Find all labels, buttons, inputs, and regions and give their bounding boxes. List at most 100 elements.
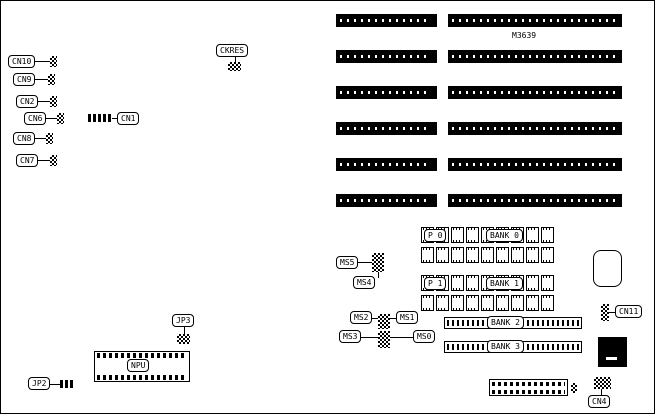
leader-line-ckres	[235, 52, 236, 64]
label-ms3: MS3	[339, 330, 362, 343]
dram-chip	[466, 247, 479, 263]
expansion-slot	[336, 50, 437, 63]
leader-line-jp3	[184, 327, 185, 336]
cn1-connector	[88, 114, 112, 122]
cn6-connector	[57, 113, 64, 124]
dram-chip	[481, 247, 494, 263]
label-bank0: BANK 0	[486, 229, 523, 242]
leader-line-cn7	[32, 160, 52, 161]
leader-line-ms3	[350, 337, 380, 338]
dram-chip	[541, 247, 554, 263]
dram-chip	[511, 247, 524, 263]
dram-chip	[511, 295, 524, 311]
leader-line-cn2	[32, 101, 52, 102]
label-bank3: BANK 3	[487, 340, 524, 353]
dram-chip	[496, 247, 509, 263]
cn10-connector	[50, 56, 57, 67]
leader-line-cn9	[30, 79, 50, 80]
label-cn11: CN11	[615, 305, 643, 318]
expansion-slot	[448, 122, 622, 135]
dram-chip	[526, 247, 539, 263]
dram-chip	[541, 275, 554, 291]
leader-line-cn1	[108, 118, 122, 119]
dram-chip	[466, 227, 479, 243]
ms2-ms1-jumper-block	[378, 314, 390, 329]
label-cn8: CN8	[13, 132, 36, 145]
dram-chip	[451, 295, 464, 311]
label-ms4: MS4	[353, 276, 376, 289]
label-cn2: CN2	[16, 95, 39, 108]
dram-chip	[481, 295, 494, 311]
jp3-jumper	[177, 334, 190, 344]
jp2-jumper	[60, 380, 74, 388]
dram-chip	[421, 295, 434, 311]
label-cn10: CN10	[8, 55, 36, 68]
cn2-connector	[50, 96, 57, 107]
label-ms0: MS0	[413, 330, 436, 343]
ms3-ms0-jumper-block	[378, 331, 390, 348]
label-bank2: BANK 2	[487, 316, 524, 329]
dram-chip	[451, 227, 464, 243]
label-jp2: JP2	[28, 377, 51, 390]
expansion-slot	[336, 122, 437, 135]
expansion-slot	[448, 50, 622, 63]
dram-chip	[541, 295, 554, 311]
leader-line-ms0	[388, 337, 418, 338]
cn9-connector	[48, 74, 55, 85]
leader-line-ms5	[350, 262, 374, 263]
dram-chip	[526, 275, 539, 291]
leader-line-cn4	[601, 387, 602, 399]
expansion-slot	[336, 194, 437, 207]
label-cn7: CN7	[16, 154, 39, 167]
label-ms1: MS1	[396, 311, 419, 324]
leader-line-ms4	[378, 268, 379, 278]
dram-chip	[436, 247, 449, 263]
cn11-connector	[601, 304, 609, 321]
label-npu: NPU	[127, 359, 150, 372]
cn8-connector	[46, 133, 53, 144]
leader-line-cn6	[40, 118, 59, 119]
dram-chip	[496, 295, 509, 311]
expansion-slot	[336, 14, 437, 27]
leader-line-ms1	[388, 318, 402, 319]
dram-chip-row	[421, 295, 554, 311]
dram-chip	[466, 295, 479, 311]
cn4-connector	[594, 377, 611, 389]
dram-chip	[436, 295, 449, 311]
label-bank1: BANK 1	[486, 277, 523, 290]
label-ms2: MS2	[350, 311, 373, 324]
dram-chip	[451, 247, 464, 263]
expansion-slot	[336, 158, 437, 171]
expansion-slot	[448, 14, 622, 27]
leader-line-cn8	[30, 138, 48, 139]
battery-outline	[593, 250, 622, 287]
label-parity-bank0: P 0	[424, 229, 447, 242]
label-ckres: CKRES	[216, 44, 249, 57]
dram-chip	[526, 295, 539, 311]
leader-line-cn11	[606, 312, 622, 313]
dram-chip	[466, 275, 479, 291]
dram-chip	[421, 247, 434, 263]
dram-chip	[526, 227, 539, 243]
label-jp3: JP3	[172, 314, 195, 327]
expansion-slot	[448, 158, 622, 171]
dram-chip	[541, 227, 554, 243]
ms5-ms4-jumper-block	[372, 253, 384, 272]
small-pin-block	[571, 383, 577, 393]
expansion-slot	[336, 86, 437, 99]
dram-chip	[451, 275, 464, 291]
dram-chip-row	[421, 247, 554, 263]
board-model-text: M3639	[512, 31, 537, 40]
expansion-slot	[448, 86, 622, 99]
ckres-jumper	[228, 62, 241, 71]
bottom-pin-header	[489, 379, 568, 396]
label-ms5: MS5	[336, 256, 359, 269]
label-cn4: CN4	[588, 395, 611, 408]
expansion-slot	[448, 194, 622, 207]
keyboard-din-connector	[598, 337, 627, 367]
cn7-connector	[50, 155, 57, 166]
label-cn9: CN9	[13, 73, 36, 86]
leader-line-cn10	[30, 61, 52, 62]
